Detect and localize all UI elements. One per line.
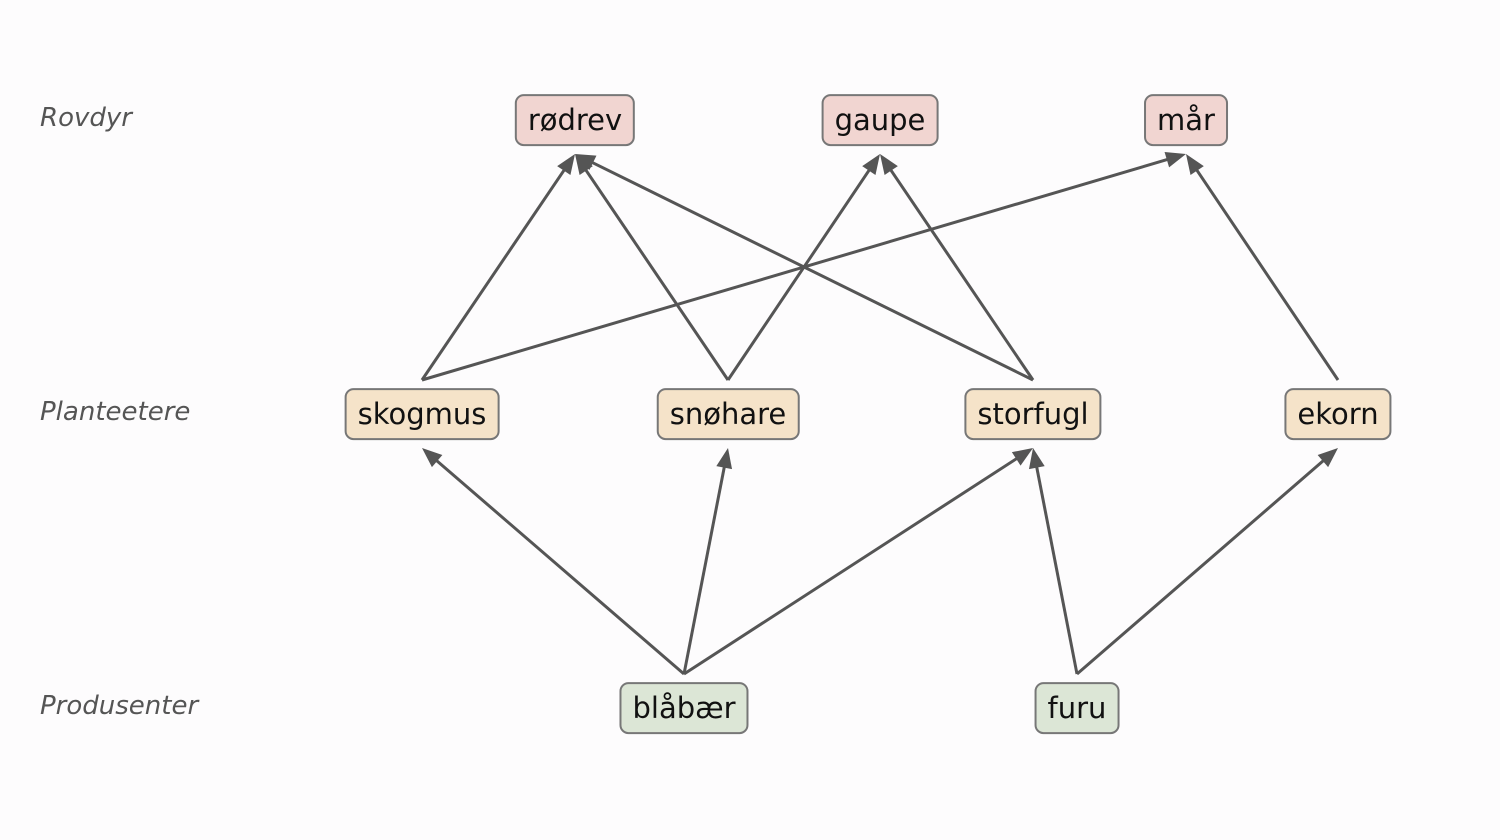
edge-skogmus-to-mar: [421, 152, 1186, 382]
arrowhead-icon: [1186, 154, 1204, 176]
arrowhead-icon: [575, 154, 593, 176]
edge-blabaer-to-snohare: [682, 448, 733, 675]
edge-line: [682, 465, 727, 675]
arrowhead-icon: [1164, 152, 1186, 168]
edge-storfugl-to-gaupe: [880, 154, 1035, 381]
edge-line: [420, 168, 567, 381]
node-furu: furu: [1034, 682, 1120, 734]
node-mar: mår: [1144, 94, 1228, 146]
arrowhead-icon: [1011, 448, 1033, 466]
arrowhead-icon: [422, 448, 443, 468]
edge-line: [888, 168, 1035, 381]
edge-snohare-to-rodrev: [575, 154, 730, 381]
edge-furu-to-storfugl: [1028, 448, 1079, 675]
edge-ekorn-to-mar: [1186, 154, 1340, 381]
edge-line: [583, 168, 730, 381]
arrowhead-icon: [575, 154, 597, 171]
edge-line: [421, 157, 1170, 382]
edge-line: [590, 160, 1034, 382]
level-label-rovdyr: Rovdyr: [40, 103, 132, 133]
node-snohare: snøhare: [656, 388, 800, 440]
edge-line: [1034, 465, 1079, 675]
node-skogmus: skogmus: [344, 388, 500, 440]
node-gaupe: gaupe: [821, 94, 939, 146]
node-rodrev: rødrev: [514, 94, 636, 146]
edge-line: [726, 168, 872, 381]
edge-line: [434, 458, 685, 676]
node-ekorn: ekorn: [1284, 388, 1392, 440]
arrowhead-icon: [880, 154, 898, 176]
edge-snohare-to-gaupe: [726, 154, 880, 381]
arrowhead-icon: [1028, 448, 1045, 470]
node-storfugl: storfugl: [964, 388, 1102, 440]
edge-skogmus-to-rodrev: [420, 154, 575, 381]
arrowhead-icon: [716, 448, 733, 470]
node-blabaer: blåbær: [619, 682, 749, 734]
edge-blabaer-to-skogmus: [422, 448, 685, 676]
edge-storfugl-to-rodrev: [575, 154, 1034, 382]
arrowhead-icon: [557, 154, 575, 176]
edge-blabaer-to-storfugl: [683, 448, 1033, 676]
edge-line: [1076, 458, 1326, 676]
arrowhead-icon: [1317, 448, 1338, 468]
arrowhead-icon: [862, 154, 880, 176]
edge-line: [1194, 168, 1340, 381]
level-label-planteetere: Planteetere: [40, 397, 191, 427]
edge-furu-to-ekorn: [1076, 448, 1338, 676]
level-label-produsenter: Produsenter: [40, 691, 199, 721]
edge-line: [683, 456, 1019, 676]
